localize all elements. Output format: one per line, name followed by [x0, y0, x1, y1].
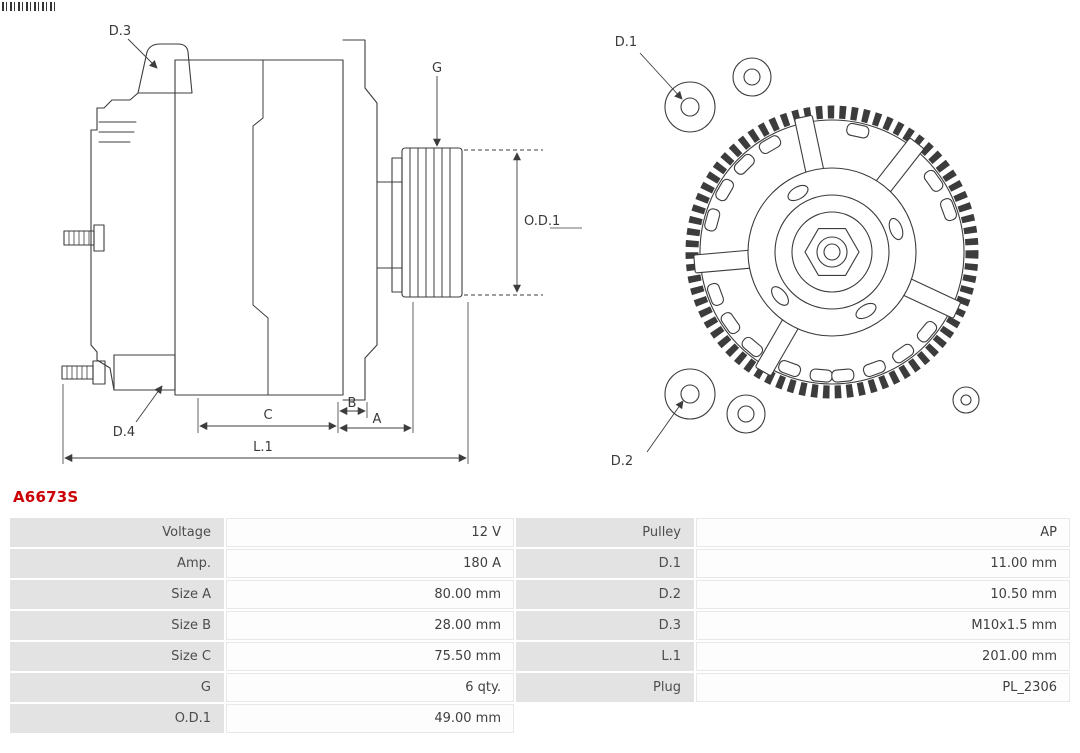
table-row: Size C 75.50 mm L.1 201.00 mm [10, 642, 1070, 671]
shaft-lines [376, 181, 403, 269]
rear-housing-ribs [98, 121, 137, 143]
spec-value-cell: 180 A [226, 549, 514, 578]
spec-label-cell: Plug [516, 673, 694, 702]
main-body [174, 59, 344, 396]
dim-label-od1: O.D.1 [524, 214, 560, 229]
spec-label-cell: Pulley [516, 518, 694, 547]
dim-label-b: B [348, 396, 357, 411]
alternator-drawing-svg: D.3 G O.D.1 D.4 C B A L.1 [61, 24, 980, 469]
spec-value-cell: 201.00 mm [696, 642, 1070, 671]
top-mounting-ear [137, 43, 193, 94]
pulley-side [401, 147, 463, 298]
spec-label-cell: Voltage [10, 518, 224, 547]
spec-label-cell: Size C [10, 642, 224, 671]
spec-value-cell: 80.00 mm [226, 580, 514, 609]
spec-empty-cell [696, 704, 1070, 733]
stator-teeth-ring [685, 105, 979, 399]
table-row: Size A 80.00 mm D.2 10.50 mm [10, 580, 1070, 609]
spec-label-cell: D.2 [516, 580, 694, 609]
part-number: A6673S [13, 488, 79, 506]
table-row: O.D.1 49.00 mm [10, 704, 1070, 733]
housing-inner-edge [699, 119, 965, 385]
dim-label-d4: D.4 [113, 425, 135, 440]
table-row: G 6 qty. Plug PL_2306 [10, 673, 1070, 702]
stud-base-mid [93, 224, 105, 252]
side-view-dimensions [62, 38, 582, 464]
table-row: Voltage 12 V Pulley AP [10, 518, 1070, 547]
pulley-face-slots [771, 184, 904, 320]
stud-base-low [92, 360, 106, 385]
spec-label-cell: Size A [10, 580, 224, 609]
table-row: Amp. 180 A D.1 11.00 mm [10, 549, 1070, 578]
mounting-holes [680, 68, 972, 423]
spec-label-cell: D.3 [516, 611, 694, 640]
spec-label-cell: O.D.1 [10, 704, 224, 733]
front-view [639, 52, 980, 453]
pulley-ribs [409, 147, 451, 298]
spec-table: Voltage 12 V Pulley AP Amp. 180 A D.1 11… [8, 516, 1072, 735]
spec-value-cell: AP [696, 518, 1070, 547]
dim-label-a: A [373, 412, 382, 427]
table-row: Size B 28.00 mm D.3 M10x1.5 mm [10, 611, 1070, 640]
barcode-mark [2, 2, 58, 11]
spec-empty-cell [516, 704, 694, 733]
spec-value-cell: 75.50 mm [226, 642, 514, 671]
spec-value-cell: PL_2306 [696, 673, 1070, 702]
spec-value-cell: 49.00 mm [226, 704, 514, 733]
lower-lug [113, 354, 176, 391]
spec-label-cell: G [10, 673, 224, 702]
spec-label-cell: Size B [10, 611, 224, 640]
spec-label-cell: Amp. [10, 549, 224, 578]
dim-label-d2: D.2 [611, 454, 633, 469]
product-technical-drawing: D.3 G O.D.1 D.4 C B A L.1 [61, 24, 980, 469]
spec-value-cell: 11.00 mm [696, 549, 1070, 578]
spec-label-cell: D.1 [516, 549, 694, 578]
spec-value-cell: 28.00 mm [226, 611, 514, 640]
body-contour-line [252, 59, 269, 396]
shaft-flange [391, 157, 403, 293]
dim-label-d3: D.3 [109, 24, 131, 39]
spec-value-cell: 10.50 mm [696, 580, 1070, 609]
stud-thread-hatch [68, 230, 90, 246]
stud-thread-hatch-2 [66, 365, 88, 380]
dim-label-l1: L.1 [253, 440, 273, 455]
front-pulley [747, 167, 917, 337]
front-view-leaders [639, 52, 684, 453]
dim-label-d1: D.1 [615, 35, 637, 50]
dim-label-c: C [263, 408, 272, 423]
spec-value-cell: M10x1.5 mm [696, 611, 1070, 640]
spec-value-cell: 12 V [226, 518, 514, 547]
rear-housing-outline [90, 92, 176, 391]
spec-value-cell: 6 qty. [226, 673, 514, 702]
spec-label-cell: L.1 [516, 642, 694, 671]
side-view [61, 39, 463, 401]
front-bracket [342, 39, 378, 401]
dim-label-g: G [432, 61, 442, 76]
